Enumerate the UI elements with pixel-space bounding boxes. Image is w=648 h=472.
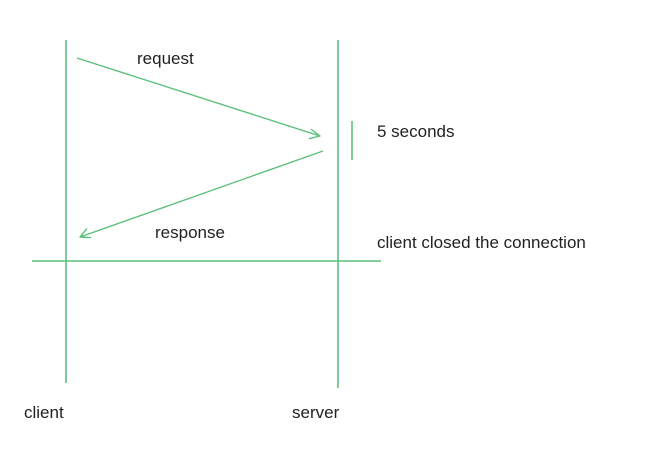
- response-label: response: [155, 223, 225, 242]
- response-arrow: [79, 150, 324, 239]
- request-arrowhead: [308, 128, 321, 140]
- request-arrow: [76, 57, 321, 140]
- event-label: client closed the connection: [377, 233, 586, 252]
- delay-label: 5 seconds: [377, 122, 455, 141]
- response-arrowhead: [79, 228, 92, 239]
- client-participant-label: client: [24, 403, 64, 422]
- request-label: request: [137, 49, 194, 68]
- server-participant-label: server: [292, 403, 340, 422]
